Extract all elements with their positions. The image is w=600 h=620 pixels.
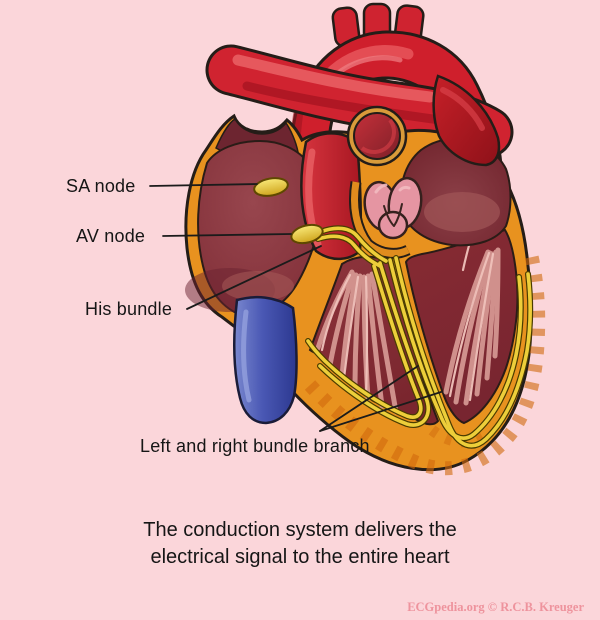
pointer-lines <box>149 183 442 432</box>
figure-caption: The conduction system delivers the elect… <box>0 517 600 571</box>
cut-vessel-ring <box>346 105 408 167</box>
sa-node-pointer <box>149 183 258 187</box>
left-ventricle <box>404 228 519 425</box>
bundle-branch-pointer-right <box>319 391 442 432</box>
conduction-system <box>253 177 534 449</box>
his-bundle-path <box>318 226 388 263</box>
caption-line-2: electrical signal to the entire heart <box>150 546 450 568</box>
av-node-pointer <box>162 233 292 237</box>
aorta-descending-limb <box>432 74 501 167</box>
av-node-shape <box>290 223 324 245</box>
label-sa-node: SA node <box>66 176 136 196</box>
bundle-branch-pointer-left <box>319 365 419 432</box>
right-bundle-branch-path <box>306 264 423 419</box>
his-bundle-pointer <box>186 245 322 310</box>
label-av-node: AV node <box>76 226 146 246</box>
inferior-vena-cava <box>233 295 298 425</box>
caption-line-1: The conduction system delivers the <box>143 519 457 541</box>
label-bundle-branch: Left and right bundle branch <box>140 436 370 456</box>
watermark-credit: ECGpedia.org © R.C.B. Kreuger <box>407 600 584 614</box>
left-bundle-branch-path <box>388 258 523 440</box>
sa-node-shape <box>253 177 289 197</box>
trabecular-texture <box>304 252 546 476</box>
label-his-bundle: His bundle <box>85 299 173 319</box>
